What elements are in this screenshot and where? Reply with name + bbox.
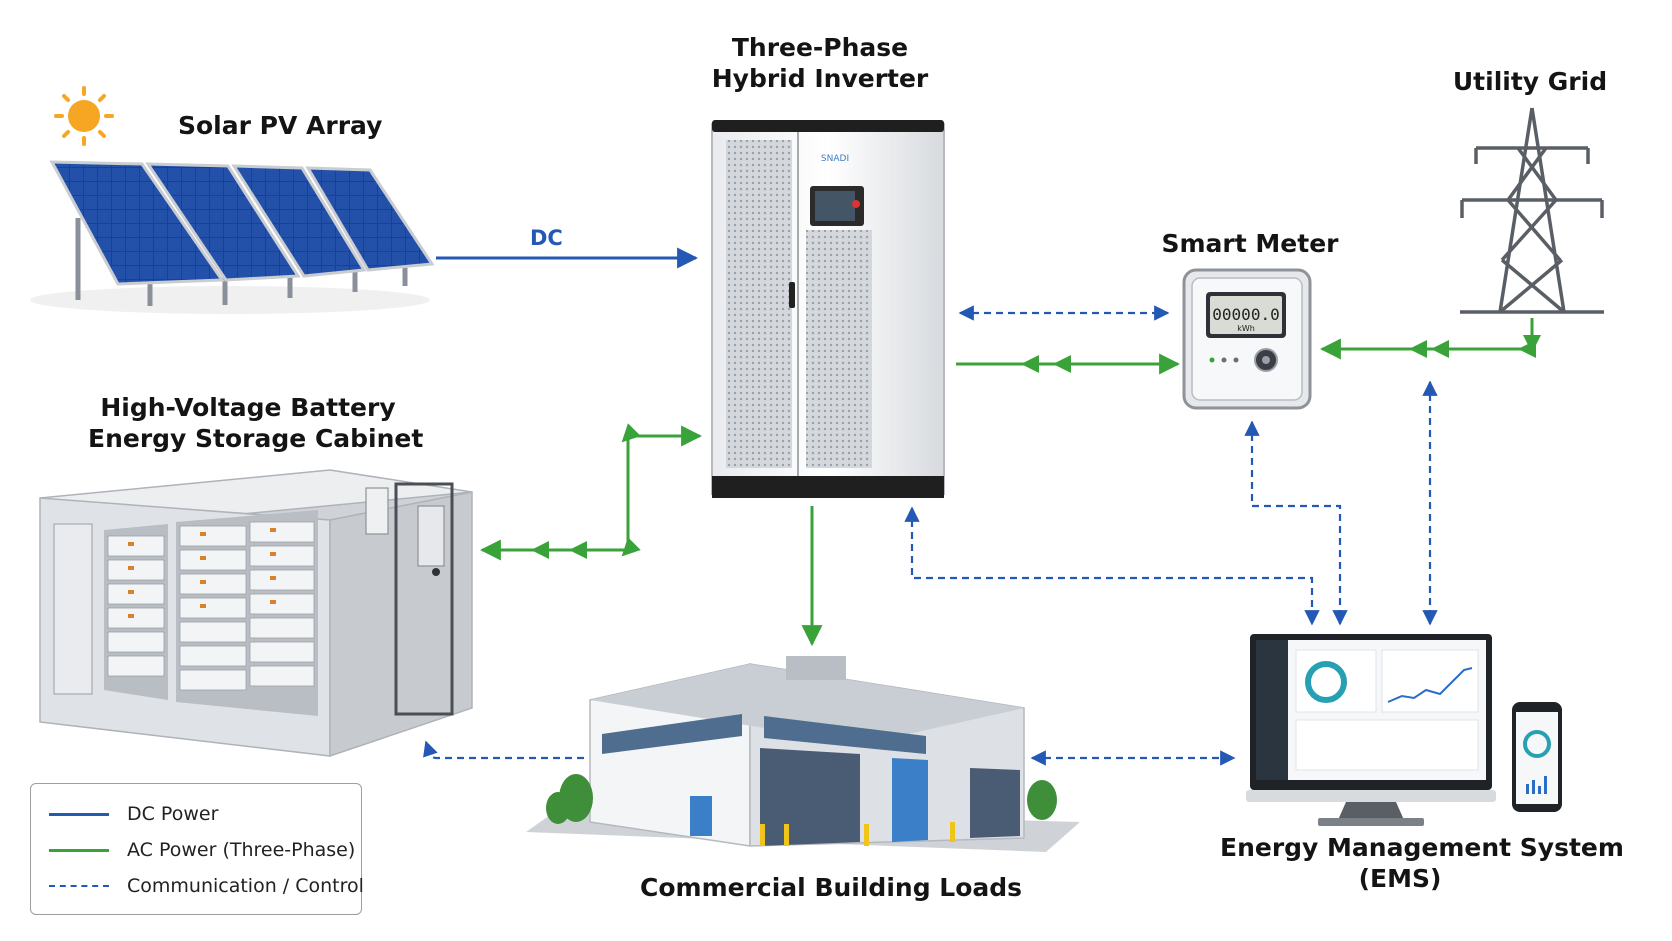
utility-grid-tower-icon: [1460, 107, 1604, 314]
legend-swatch-comm: [49, 885, 109, 887]
inverter-label-line-1: Three-Phase: [731, 33, 909, 62]
legend-item-comm: Communication / Control: [49, 874, 364, 898]
legend-label-comm: Communication / Control: [127, 875, 364, 897]
sun-icon: [54, 86, 114, 146]
legend-swatch-ac: [49, 848, 109, 852]
smart-meter-image: 00000.0 kWh: [1182, 268, 1312, 410]
inverter-brand: SNADI: [821, 154, 849, 164]
ems-label-line-1: Energy Management System: [1220, 833, 1624, 862]
battery-label-line-1: High-Voltage Battery: [100, 393, 396, 422]
commercial-building-image: [526, 656, 1080, 852]
legend: DC Power AC Power (Three-Phase) Communic…: [30, 783, 364, 915]
solar-array-label: Solar PV Array: [178, 110, 382, 141]
edge-comm-meter-ems: [1244, 420, 1348, 626]
edges: [423, 247, 1542, 766]
meter-reading: 00000.0: [1212, 305, 1279, 324]
ems-label: Energy Management System (EMS): [1220, 832, 1624, 894]
smart-meter-label: Smart Meter: [1150, 228, 1350, 259]
battery-cabinet-image: [39, 469, 473, 758]
edge-ac-meter-grid: [1319, 318, 1542, 360]
solar-array-label-text: Solar PV Array: [178, 111, 383, 140]
utility-grid-label-text: Utility Grid: [1452, 67, 1608, 96]
dc-edge-label: DC: [530, 226, 563, 250]
edge-comm-building-battery: [423, 740, 584, 760]
ems-dashboard-image: [1246, 634, 1562, 826]
building-label-text: Commercial Building Loads: [640, 873, 1023, 902]
edge-comm-inverter-ems: [904, 506, 1320, 626]
ems-label-line-2: (EMS): [1358, 864, 1442, 893]
battery-label-line-2: Energy Storage Cabinet: [88, 424, 424, 453]
inverter-label: Three-Phase Hybrid Inverter: [700, 32, 940, 94]
legend-label-ac: AC Power (Three-Phase): [127, 839, 356, 861]
smart-meter-label-text: Smart Meter: [1161, 229, 1339, 258]
building-label: Commercial Building Loads: [640, 872, 1023, 903]
legend-item-dc: DC Power: [49, 802, 218, 826]
battery-label: High-Voltage Battery Energy Storage Cabi…: [88, 392, 424, 454]
inverter-label-line-2: Hybrid Inverter: [711, 64, 929, 93]
edge-ac-battery-inverter: [479, 423, 703, 561]
legend-swatch-dc: [49, 812, 109, 816]
legend-label-dc: DC Power: [127, 803, 219, 825]
utility-grid-label: Utility Grid: [1430, 66, 1630, 97]
solar-array-image: [30, 160, 435, 314]
meter-unit: kWh: [1237, 324, 1255, 333]
hybrid-inverter-image: SNADI: [711, 120, 945, 498]
legend-item-ac: AC Power (Three-Phase): [49, 838, 355, 862]
